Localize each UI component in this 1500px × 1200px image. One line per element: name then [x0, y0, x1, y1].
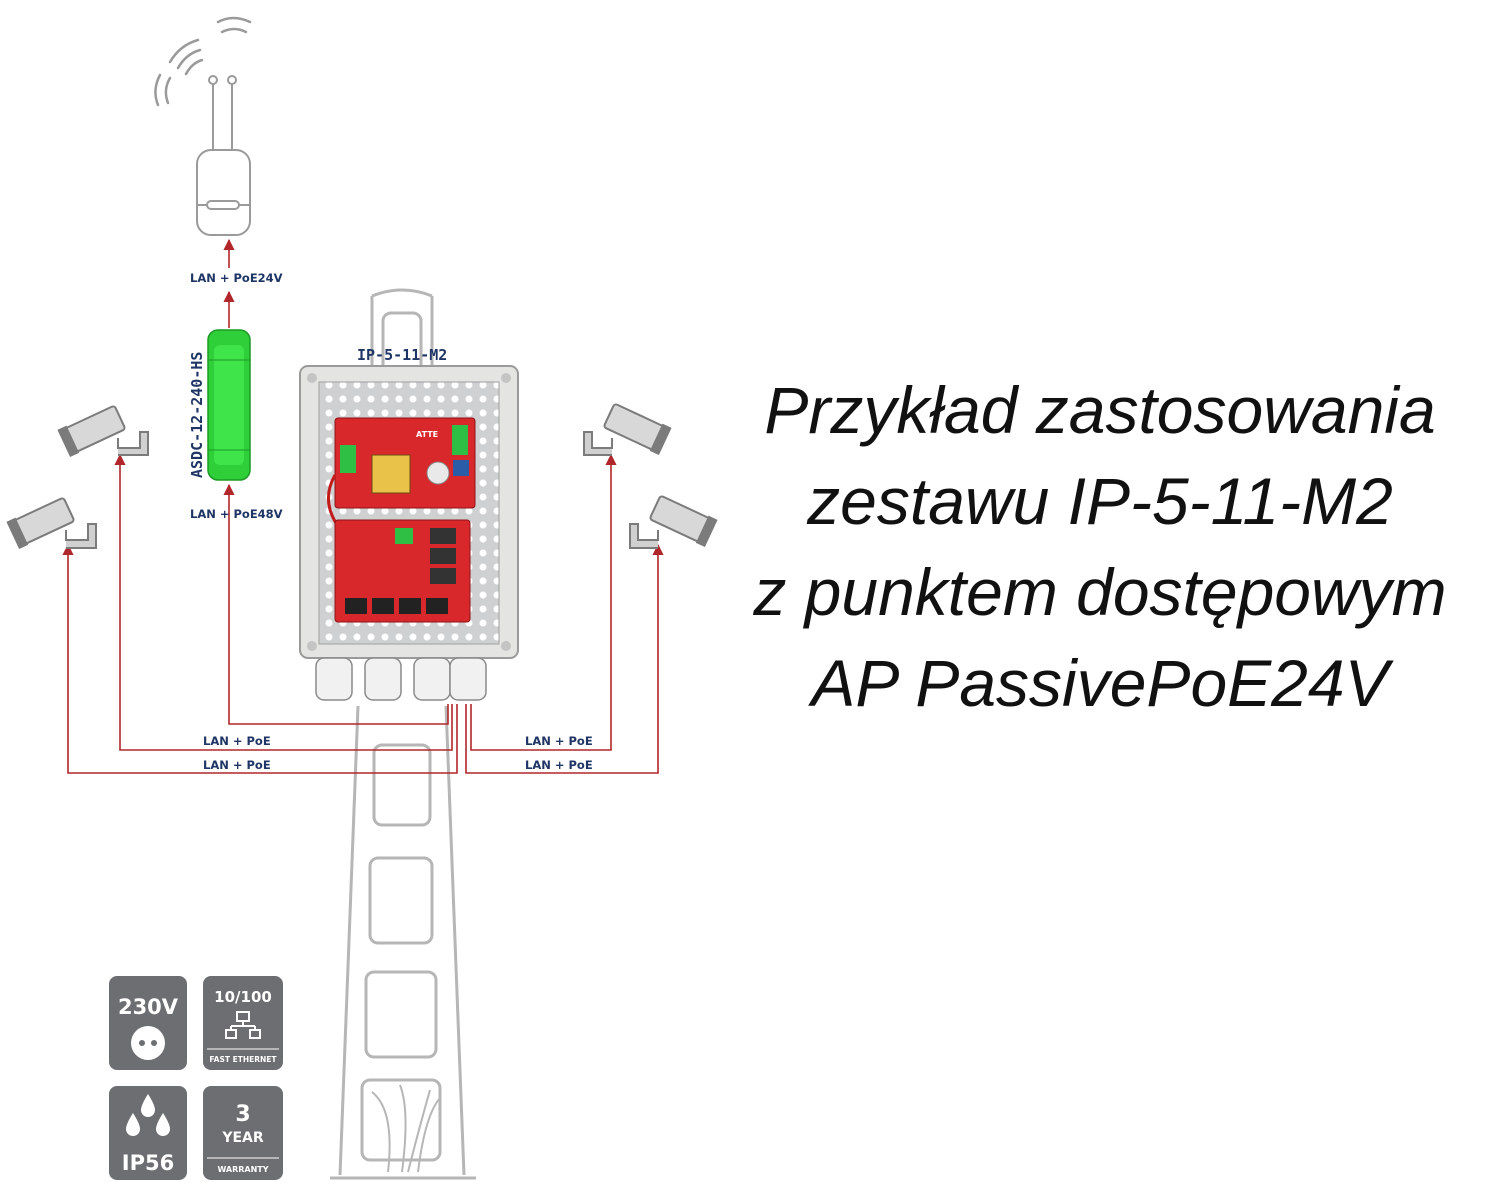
title-line-2: zestawu IP-5-11-M2 — [807, 464, 1393, 538]
badge-warranty: 3 YEAR WARRANTY — [203, 1086, 283, 1180]
badge-ip-text: IP56 — [122, 1151, 174, 1175]
top-link-label: LAN + PoE24V — [190, 271, 283, 285]
switch-board — [334, 519, 471, 623]
enclosure-label: IP-5-11-M2 — [357, 346, 447, 364]
badge-warranty-number: 3 — [235, 1102, 250, 1127]
link-lines — [62, 238, 664, 774]
camera-icon-left-lower — [6, 497, 97, 550]
psu-board: ATTE — [334, 417, 476, 509]
pcb-brand: ATTE — [416, 430, 438, 439]
camera-icon-right-upper — [583, 403, 672, 456]
title-line-4: AP PassivePoE24V — [811, 646, 1389, 720]
camera-link-label-2: LAN + PoE — [203, 758, 271, 772]
badge-network-top: 10/100 — [214, 988, 272, 1006]
title-block: Przykład zastosowania zestawu IP-5-11-M2… — [700, 365, 1500, 729]
camera-link-label-3: LAN + PoE — [525, 734, 593, 748]
wifi-waves-icon — [154, 16, 252, 107]
badge-warranty-bottom: WARRANTY — [217, 1165, 268, 1174]
badge-power: 230V — [109, 976, 187, 1070]
camera-icon-right-lower — [629, 495, 718, 549]
mast — [330, 288, 476, 1180]
converter-label: ASDC-12-240-HS — [188, 352, 206, 478]
badge-ip: IP56 — [109, 1086, 187, 1180]
badge-warranty-unit: YEAR — [221, 1130, 264, 1146]
bottom-link-label: LAN + PoE48V — [190, 507, 283, 521]
camera-link-label-1: LAN + PoE — [203, 734, 271, 748]
cable-glands — [315, 657, 487, 701]
socket-icon — [131, 1026, 165, 1060]
badge-network: 10/100 FAST ETHERNET — [203, 976, 283, 1070]
badge-power-text: 230V — [118, 995, 179, 1019]
access-point-icon — [196, 75, 251, 236]
title-line-3: z punktem dostępowym — [753, 555, 1447, 629]
camera-link-label-4: LAN + PoE — [525, 758, 593, 772]
network-icon — [225, 1011, 261, 1039]
title-line-1: Przykład zastosowania — [764, 373, 1436, 447]
water-drops-icon — [126, 1094, 170, 1136]
camera-icon-left-upper — [57, 405, 149, 458]
converter-module — [207, 329, 251, 481]
badge-network-bottom: FAST ETHERNET — [209, 1055, 277, 1064]
